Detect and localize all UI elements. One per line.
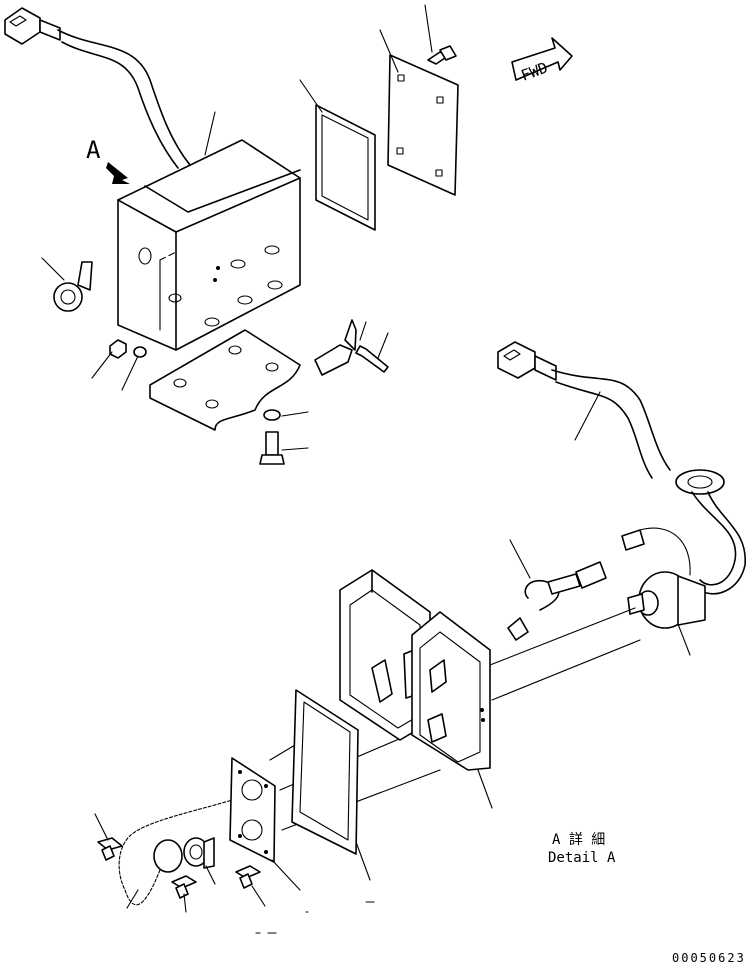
detail-label-en: Detail A: [548, 850, 616, 866]
receptacle-socket: [183, 837, 215, 869]
latch-bolt: [355, 345, 389, 373]
part-number: 00050623: [672, 951, 746, 965]
top-wire-harness: [57, 29, 191, 169]
lower-washer: [263, 409, 281, 421]
front-panel-plate: [229, 757, 276, 863]
cap-chain: [118, 799, 233, 906]
right-connector: [497, 341, 557, 381]
forward-arrow-icon: FWD: [511, 37, 573, 85]
mounting-bracket: [149, 329, 301, 431]
view-a-label: A: [86, 136, 101, 164]
washer: [133, 346, 147, 358]
front-switch-box: [411, 611, 491, 771]
cover-screw: [427, 45, 457, 65]
lower-bolt: [259, 431, 285, 465]
bottom-screw-1: [171, 875, 197, 899]
view-a-arrow-icon: [106, 162, 130, 184]
lower-gasket: [291, 689, 359, 855]
upper-gasket: [315, 104, 376, 231]
top-connector: [4, 7, 61, 45]
upper-cover-plate: [387, 54, 459, 196]
socket-cap: [153, 839, 183, 873]
upper-leader-lines: [41, 4, 433, 451]
lamp-harness: [507, 539, 607, 641]
grommet: [675, 469, 725, 495]
main-control-box: [117, 139, 301, 351]
cylinder-lock: [53, 261, 93, 312]
rotary-switch: [627, 571, 706, 629]
nut: [109, 339, 127, 359]
detail-label-jp: A 詳 細: [552, 832, 605, 848]
left-screw: [97, 837, 123, 861]
lower-leader-lines: [94, 623, 691, 934]
right-wire-harness: [551, 369, 671, 479]
switch-wires: [639, 491, 746, 595]
latch: [314, 319, 357, 376]
small-connector: [621, 529, 645, 551]
bottom-screw-2: [235, 865, 261, 889]
